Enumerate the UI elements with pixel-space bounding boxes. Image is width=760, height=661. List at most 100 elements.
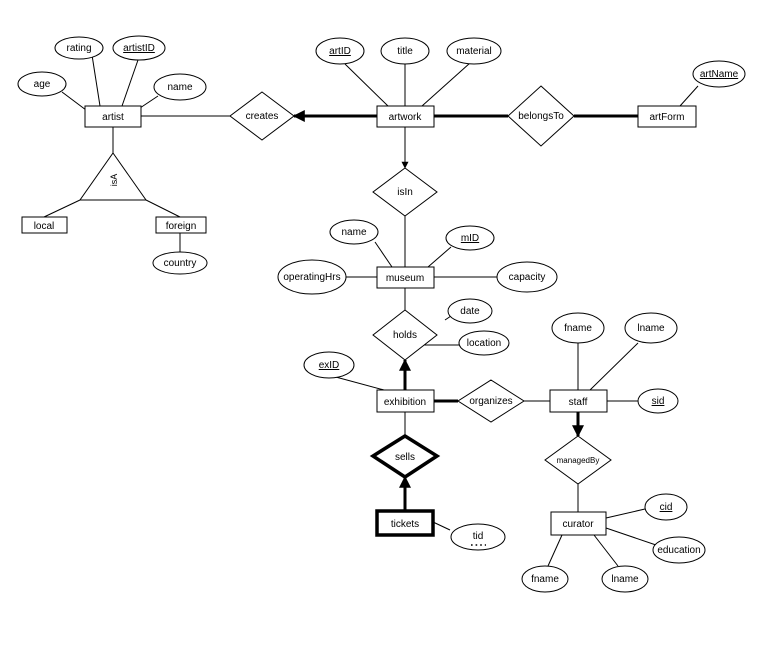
attribute-staff-fname-label: fname [564,323,592,334]
isa-triangle: isA [79,152,147,201]
entity-tickets-weak: tickets [375,509,435,537]
attribute-curator-education: education [652,536,706,564]
line-curator-fname [547,534,563,567]
attribute-exhibition-exID-label: exID [319,360,340,371]
entity-curator: curator [550,511,607,536]
attribute-curator-lname: lname [601,565,649,593]
relationship-isin: isIn [372,167,438,217]
line-artist-rating [91,54,101,107]
entity-museum-label: museum [386,273,424,284]
attribute-holds-date-label: date [460,306,480,317]
line-museum-mID [427,246,452,268]
line-artist-artistID [121,59,139,107]
attribute-artwork-artID-key: artID [315,37,365,65]
attribute-artform-artName-key: artName [692,60,746,88]
entity-museum: museum [376,266,435,289]
line-museum-name [374,241,393,268]
attribute-curator-lname-label: lname [611,574,639,585]
attribute-holds-location-label: location [467,338,501,349]
attribute-museum-name: name [329,219,379,245]
attribute-exhibition-exID-key: exID [303,351,355,379]
attribute-artist-artistID-label: artistID [123,43,155,54]
attribute-museum-name-label: name [341,227,366,238]
relationship-belongsto: belongsTo [507,85,575,147]
attribute-curator-cid-key: cid [644,493,688,521]
entity-foreign: foreign [155,216,207,234]
attribute-museum-capacity: capacity [496,261,558,293]
line-curator-education [605,527,657,546]
entity-foreign-label: foreign [166,221,197,232]
entity-artist: artist [84,105,142,128]
entity-artform-label: artForm [650,112,685,123]
attribute-curator-fname: fname [521,565,569,593]
attribute-artist-artistID-key: artistID [112,35,166,61]
attribute-artform-artName-label: artName [700,69,739,80]
attribute-artwork-material-label: material [456,46,492,57]
relationship-creates-label: creates [246,111,279,122]
entity-staff: staff [549,389,608,413]
line-artwork-artID [344,63,389,107]
attribute-foreign-country: country [152,251,208,275]
line-exhibition-exID [331,375,385,391]
attribute-curator-cid-label: cid [660,502,673,513]
attribute-artwork-material: material [446,37,502,65]
attribute-staff-lname: lname [624,312,678,344]
attribute-artist-name: name [153,73,207,101]
attribute-staff-fname: fname [551,312,605,344]
relationship-isin-label: isIn [397,187,413,198]
line-artwork-material [421,62,471,107]
entity-local-label: local [34,221,55,232]
attribute-artwork-title-label: title [397,46,413,57]
attribute-foreign-country-label: country [164,258,197,269]
attribute-artwork-artID-label: artID [329,46,351,57]
relationship-holds: holds [372,309,438,361]
attribute-tickets-tid-label: tid [473,531,484,542]
attribute-museum-mID-key: mID [445,225,495,251]
line-artform-artName [679,85,699,107]
relationship-sells-identifying: sells [369,433,441,480]
entity-local: local [21,216,68,234]
entity-tickets-label: tickets [391,519,419,530]
attribute-curator-fname-label: fname [531,574,559,585]
entity-artwork: artwork [376,105,435,128]
line-tickets-tid [432,521,451,531]
attribute-artist-rating: rating [54,36,104,60]
relationship-sells-label: sells [395,452,415,463]
attribute-museum-operatingHrs-label: operatingHrs [283,272,340,283]
attribute-museum-capacity-label: capacity [509,272,546,283]
entity-artform: artForm [637,105,697,128]
line-curator-lname [593,534,619,567]
entity-artist-label: artist [102,112,124,123]
relationship-managedby: managedBy [544,435,612,485]
isa-label: isA [109,174,119,187]
attribute-museum-mID-label: mID [461,233,479,244]
entity-exhibition-label: exhibition [384,397,426,408]
line-curator-cid [605,508,646,519]
attribute-staff-sid-key: sid [637,388,679,414]
attribute-staff-lname-label: lname [637,323,665,334]
attribute-staff-sid-label: sid [652,396,665,407]
line-isa-foreign [145,199,181,218]
line-staff-lname [589,342,639,391]
line-isa-local [43,199,81,218]
attribute-artist-name-label: name [167,82,192,93]
attribute-artist-rating-label: rating [66,43,91,54]
relationship-organizes-label: organizes [469,396,512,407]
attribute-tickets-tid-partial-key: tid [450,523,506,551]
relationship-organizes: organizes [457,379,525,423]
attribute-curator-education-label: education [657,545,700,556]
attribute-holds-location: location [458,330,510,356]
attribute-museum-operatingHrs: operatingHrs [277,259,347,295]
line-artist-age [61,91,87,111]
relationship-belongsto-label: belongsTo [518,111,564,122]
attribute-artwork-title: title [380,37,430,65]
line-artist-name [139,95,159,109]
entity-staff-label: staff [569,397,588,408]
relationship-managedby-label: managedBy [557,456,600,465]
relationship-creates: creates [229,91,295,141]
entity-artwork-label: artwork [389,112,423,123]
entity-curator-label: curator [562,519,594,530]
attribute-artist-age: age [17,71,67,97]
relationship-holds-label: holds [393,330,417,341]
